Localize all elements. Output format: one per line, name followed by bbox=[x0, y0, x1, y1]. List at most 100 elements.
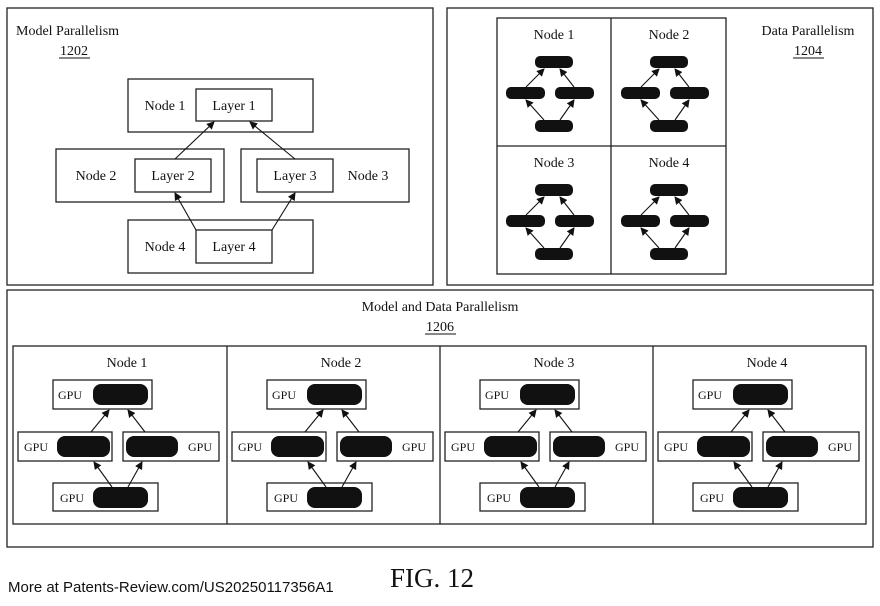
arrow bbox=[341, 409, 360, 433]
layer-label: Layer 4 bbox=[212, 240, 255, 255]
gpu-pill bbox=[271, 436, 324, 457]
node-label: Node 1 bbox=[145, 99, 186, 114]
node-label: Node 4 bbox=[649, 156, 690, 171]
arrow bbox=[674, 227, 690, 249]
gpu-pill bbox=[766, 436, 818, 457]
gpu-pill bbox=[697, 436, 750, 457]
panel-title: Model and Data Parallelism bbox=[362, 300, 519, 315]
arrow bbox=[304, 409, 324, 433]
layer-box bbox=[195, 229, 273, 264]
arrow bbox=[90, 409, 110, 433]
gpu-label: GPU bbox=[24, 440, 48, 454]
gpu-pill bbox=[307, 384, 362, 405]
gpu-pill bbox=[126, 436, 178, 457]
layer-label: Layer 2 bbox=[151, 169, 194, 184]
arrow bbox=[127, 461, 143, 488]
arrow bbox=[559, 68, 575, 88]
arrow bbox=[341, 461, 357, 488]
worker-pill bbox=[535, 184, 573, 196]
arrow bbox=[525, 196, 545, 216]
patents-review-link[interactable]: More at Patents-Review.com/US20250117356… bbox=[8, 579, 334, 596]
worker-pill bbox=[621, 215, 660, 227]
arrow bbox=[674, 99, 690, 121]
reference-number: 1202 bbox=[60, 44, 88, 59]
node-label: Node 3 bbox=[534, 356, 575, 371]
layer-box bbox=[134, 158, 212, 193]
layer-label: Layer 1 bbox=[212, 99, 255, 114]
arrow bbox=[525, 227, 545, 249]
gpu-label: GPU bbox=[485, 388, 509, 402]
figure-label: FIG. 12 bbox=[390, 563, 475, 593]
worker-pill bbox=[650, 184, 688, 196]
gpu-label: GPU bbox=[274, 491, 298, 505]
arrow bbox=[525, 68, 545, 88]
arrow bbox=[554, 409, 573, 433]
arrow bbox=[767, 409, 786, 433]
node-label: Node 2 bbox=[321, 356, 362, 371]
arrow bbox=[249, 121, 296, 160]
layer-box bbox=[256, 158, 334, 193]
worker-pill bbox=[506, 215, 545, 227]
gpu-pill bbox=[340, 436, 392, 457]
gpu-label: GPU bbox=[451, 440, 475, 454]
arrow bbox=[767, 461, 783, 488]
gpu-label: GPU bbox=[615, 440, 639, 454]
gpu-pill bbox=[733, 384, 788, 405]
node-label: Node 2 bbox=[649, 28, 690, 43]
gpu-label: GPU bbox=[60, 491, 84, 505]
worker-pill bbox=[506, 87, 545, 99]
worker-pill bbox=[670, 215, 709, 227]
gpu-label: GPU bbox=[664, 440, 688, 454]
gpu-pill bbox=[57, 436, 110, 457]
panel-title: Data Parallelism bbox=[762, 24, 855, 39]
gpu-label: GPU bbox=[188, 440, 212, 454]
panel-title: Model Parallelism bbox=[16, 24, 119, 39]
layer-label: Layer 3 bbox=[273, 169, 316, 184]
arrow bbox=[640, 99, 660, 121]
gpu-label: GPU bbox=[58, 388, 82, 402]
gpu-label: GPU bbox=[698, 388, 722, 402]
node-label: Node 4 bbox=[747, 356, 788, 371]
arrow bbox=[730, 409, 750, 433]
arrow bbox=[174, 192, 197, 231]
arrow bbox=[640, 227, 660, 249]
gpu-pill bbox=[553, 436, 605, 457]
gpu-label: GPU bbox=[272, 388, 296, 402]
arrow bbox=[525, 99, 545, 121]
arrow bbox=[674, 68, 690, 88]
arrow bbox=[674, 196, 690, 216]
gpu-pill bbox=[93, 384, 148, 405]
gpu-pill bbox=[520, 487, 575, 508]
worker-pill bbox=[535, 248, 573, 260]
reference-number: 1204 bbox=[794, 44, 822, 59]
gpu-label: GPU bbox=[487, 491, 511, 505]
arrow bbox=[174, 121, 215, 160]
node-label: Node 2 bbox=[76, 169, 117, 184]
layer-box bbox=[195, 88, 273, 122]
arrow bbox=[554, 461, 570, 488]
worker-pill bbox=[650, 56, 688, 68]
gpu-label: GPU bbox=[238, 440, 262, 454]
arrow bbox=[559, 196, 575, 216]
worker-pill bbox=[535, 56, 573, 68]
node-label: Node 4 bbox=[145, 240, 186, 255]
gpu-pill bbox=[307, 487, 362, 508]
arrow bbox=[93, 461, 113, 488]
worker-pill bbox=[650, 248, 688, 260]
node-label: Node 1 bbox=[107, 356, 148, 371]
gpu-label: GPU bbox=[828, 440, 852, 454]
worker-pill bbox=[555, 215, 594, 227]
arrow bbox=[640, 68, 660, 88]
gpu-label: GPU bbox=[700, 491, 724, 505]
arrow bbox=[127, 409, 146, 433]
arrow bbox=[559, 99, 575, 121]
worker-pill bbox=[535, 120, 573, 132]
arrow bbox=[520, 461, 540, 488]
node-label: Node 3 bbox=[348, 169, 389, 184]
worker-pill bbox=[670, 87, 709, 99]
arrow bbox=[640, 196, 660, 216]
gpu-pill bbox=[520, 384, 575, 405]
node-label: Node 3 bbox=[534, 156, 575, 171]
gpu-pill bbox=[733, 487, 788, 508]
